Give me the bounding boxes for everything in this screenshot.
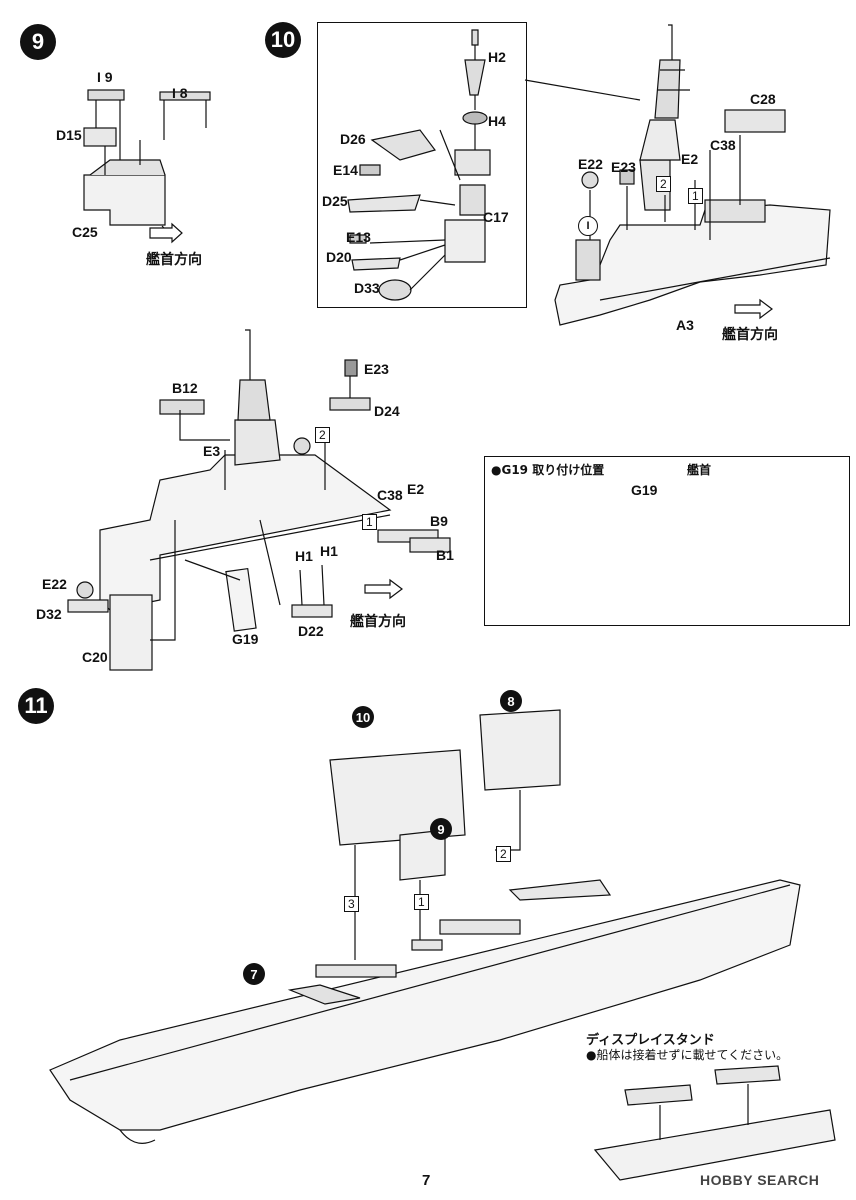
ref-step-10: 10 bbox=[352, 706, 374, 728]
page-number: 7 bbox=[422, 1172, 431, 1189]
circle-I-marker: I bbox=[578, 216, 598, 236]
detail-frame bbox=[317, 22, 527, 308]
part-C20: C20 bbox=[82, 649, 108, 665]
ref-step-8: 8 bbox=[500, 690, 522, 712]
step-9-badge: 9 bbox=[20, 24, 56, 60]
part-B9: B9 bbox=[430, 513, 448, 529]
part-I9: I 9 bbox=[97, 69, 113, 85]
part-E2-a: E2 bbox=[681, 151, 699, 167]
part-D26: D26 bbox=[340, 131, 366, 147]
inset-bow-label: 艦首 bbox=[687, 463, 712, 477]
bow-direction-label: 艦首方向 bbox=[350, 614, 406, 630]
bow-direction-label: 艦首方向 bbox=[146, 252, 202, 268]
bow-direction-label: 艦首方向 bbox=[722, 327, 778, 343]
part-D20: D20 bbox=[326, 249, 352, 265]
ref-step-9: 9 bbox=[430, 818, 452, 840]
order-box-2-c: 2 bbox=[496, 846, 511, 862]
part-D25: D25 bbox=[322, 193, 348, 209]
part-C38-a: C38 bbox=[710, 137, 736, 153]
order-box-2-a: 2 bbox=[656, 176, 671, 192]
inset-title: ●G19 取り付け位置 bbox=[491, 463, 605, 477]
part-E22-b: E22 bbox=[42, 576, 67, 592]
ref-step-7: 7 bbox=[243, 963, 265, 985]
display-stand-note: ●船体は接着せずに載せてください。 bbox=[586, 1048, 789, 1062]
part-G19-inset: G19 bbox=[631, 482, 658, 498]
part-I8: I 8 bbox=[172, 85, 188, 101]
display-stand-title: ディスプレイスタンド bbox=[586, 1033, 715, 1048]
order-box-2-b: 2 bbox=[315, 427, 330, 443]
part-B12: B12 bbox=[172, 380, 198, 396]
part-C28: C28 bbox=[750, 91, 776, 107]
part-E14: E14 bbox=[333, 162, 358, 178]
part-D24: D24 bbox=[374, 403, 400, 419]
order-box-3: 3 bbox=[344, 896, 359, 912]
part-H1-a: H1 bbox=[295, 548, 313, 564]
part-A3: A3 bbox=[676, 317, 694, 333]
part-D22: D22 bbox=[298, 623, 324, 639]
order-box-1-a: 1 bbox=[688, 188, 703, 204]
part-E23-b: E23 bbox=[364, 361, 389, 377]
step-10-badge: 10 bbox=[265, 22, 301, 58]
part-C17: C17 bbox=[483, 209, 509, 225]
step-11-badge: 11 bbox=[18, 688, 54, 724]
part-D32: D32 bbox=[36, 606, 62, 622]
part-D33: D33 bbox=[354, 280, 380, 296]
part-E23-a: E23 bbox=[611, 159, 636, 175]
g19-position-inset: ●G19 取り付け位置 艦首 G19 bbox=[484, 456, 850, 626]
part-C38-b: C38 bbox=[377, 487, 403, 503]
part-E22-a: E22 bbox=[578, 156, 603, 172]
part-C25: C25 bbox=[72, 224, 98, 240]
part-E3: E3 bbox=[203, 443, 221, 459]
part-H1-b: H1 bbox=[320, 543, 338, 559]
order-box-1-c: 1 bbox=[414, 894, 429, 910]
part-G19: G19 bbox=[232, 631, 259, 647]
part-B1: B1 bbox=[436, 547, 454, 563]
part-E2-b: E2 bbox=[407, 481, 425, 497]
part-E13: E13 bbox=[346, 229, 371, 245]
part-D15: D15 bbox=[56, 127, 82, 143]
part-H2: H2 bbox=[488, 49, 506, 65]
order-box-1-b: 1 bbox=[362, 514, 377, 530]
part-H4: H4 bbox=[488, 113, 506, 129]
watermark: HOBBY SEARCH bbox=[700, 1172, 820, 1188]
